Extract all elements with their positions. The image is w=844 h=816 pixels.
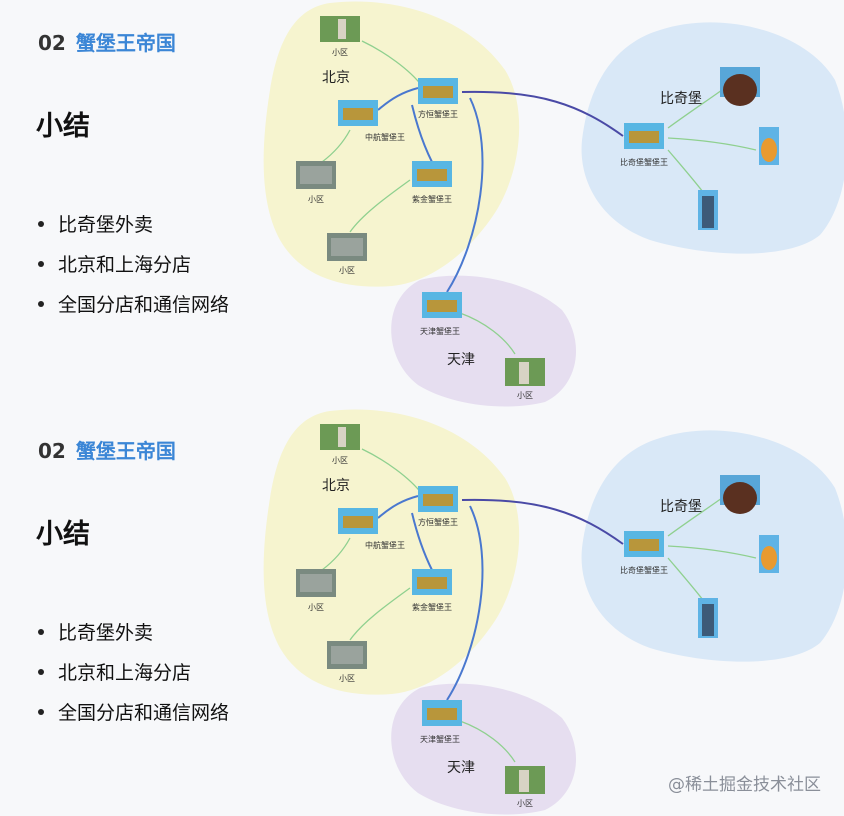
summary-title: 小结 [36,519,90,550]
link-bikini-pineapple [667,545,757,559]
node-zijin: 紫金蟹堡王 [412,569,452,612]
node-tj-xq: 小区 [505,766,545,808]
region-label-beijing: 北京 [322,478,350,494]
link-bikini-pineapple [667,137,757,151]
slide-1: 02 蟹堡王帝国 小结 比奇堡外卖 北京和上海分店 全国分店和通信网络 北京 比奇… [36,1,844,407]
node-bikini-store: 比奇堡蟹堡王 [620,531,668,575]
node-bj-xq1: 小区 [320,424,360,465]
node-moai-house [698,598,718,638]
node-bj-xq2: 小区 [296,161,336,204]
link-zijin-xq3 [349,179,411,233]
node-bikini-store: 比奇堡蟹堡王 [620,123,668,167]
link-zijin-xq3 [349,587,411,641]
node-pineapple-house [759,535,779,573]
slide-2: 02 蟹堡王帝国 小结 比奇堡外卖 北京和上海分店 全国分店和通信网络 北京 比奇… [0,408,844,816]
bullet-item: 比奇堡外卖 [36,620,252,660]
watermark: @稀土掘金技术社区 [668,775,821,795]
link-fangheng-bikini [461,90,624,137]
node-label: 比奇堡蟹堡王 [620,157,668,167]
bikini-region [581,430,844,662]
bullet-item: 全国分店和通信网络 [36,700,252,740]
tianjin-region [391,275,577,407]
section-header: 02 蟹堡王帝国 [38,27,176,56]
region-label-tianjin: 天津 [447,352,475,368]
link-fangheng-zijin [411,104,433,163]
link-zhonghang-fangheng [377,87,419,111]
bikini-region [581,22,844,254]
section-header: 02 蟹堡王帝国 [38,435,176,464]
node-moai-house [698,190,718,230]
store-network-diagram: 北京 比奇堡 天津 小区 方恒蟹堡王 中航蟹堡王 小区 紫金蟹堡王 [263,1,844,407]
link-zhonghang-xq2 [321,537,351,571]
region-label-bikini: 比奇堡 [660,90,702,107]
node-dome-house [720,475,760,514]
link-tianjin-xq [459,312,516,355]
bullet-list: 比奇堡外卖 北京和上海分店 全国分店和通信网络 [36,620,252,740]
node-zhonghang: 中航蟹堡王 [338,100,405,142]
node-label: 方恒蟹堡王 [418,109,458,119]
bullet-item: 全国分店和通信网络 [36,292,252,332]
node-label: 小区 [517,391,533,400]
node-label: 中航蟹堡王 [365,132,405,142]
region-label-beijing: 北京 [322,70,350,86]
node-bj-xq3: 小区 [327,641,367,683]
node-label: 方恒蟹堡王 [418,517,458,527]
store-network-diagram: 北京 比奇堡 天津 小区 方恒蟹堡王 中航蟹堡王 小区 紫金蟹堡王 [263,409,844,815]
link-bikini-dome [667,497,723,537]
region-label-tianjin: 天津 [447,760,475,776]
node-zhonghang: 中航蟹堡王 [338,508,405,550]
link-tianjin-xq [459,720,516,763]
beijing-region [263,409,520,695]
node-bj-xq1: 小区 [320,16,360,57]
node-zijin: 紫金蟹堡王 [412,161,452,204]
node-label: 天津蟹堡王 [420,326,460,336]
node-label: 紫金蟹堡王 [412,194,452,204]
node-bj-xq3: 小区 [327,233,367,275]
link-zhonghang-xq2 [321,129,351,163]
node-dome-house [720,67,760,106]
node-pineapple-house [759,127,779,165]
section-title: 蟹堡王帝国 [75,31,176,55]
beijing-region [263,1,520,287]
link-zhonghang-fangheng [377,495,419,519]
tianjin-region [391,683,577,815]
link-bikini-dome [667,89,723,129]
node-label: 小区 [308,195,324,204]
node-label: 小区 [339,674,355,683]
bullet-item: 北京和上海分店 [36,660,252,700]
link-fangheng-tianjin [446,97,484,293]
node-label: 中航蟹堡王 [365,540,405,550]
node-fangheng: 方恒蟹堡王 [418,486,458,527]
node-label: 小区 [332,456,348,465]
link-fangheng-bikini [461,498,624,545]
section-number: 02 [38,439,66,463]
bullet-list: 比奇堡外卖 北京和上海分店 全国分店和通信网络 [36,212,252,332]
summary-title: 小结 [36,111,90,142]
region-label-bikini: 比奇堡 [660,498,702,515]
section-title: 蟹堡王帝国 [75,439,176,463]
link-fangheng-zijin [411,512,433,571]
node-label: 小区 [517,799,533,808]
node-tj-xq: 小区 [505,358,545,400]
bullet-item: 北京和上海分店 [36,252,252,292]
node-label: 小区 [339,266,355,275]
bullet-item: 比奇堡外卖 [36,212,252,252]
node-label: 小区 [308,603,324,612]
node-bj-xq2: 小区 [296,569,336,612]
section-number: 02 [38,31,66,55]
node-label: 小区 [332,48,348,57]
node-fangheng: 方恒蟹堡王 [418,78,458,119]
node-tianjin-store: 天津蟹堡王 [420,700,462,744]
link-fangheng-tianjin [446,505,484,701]
node-label: 紫金蟹堡王 [412,602,452,612]
node-label: 比奇堡蟹堡王 [620,565,668,575]
node-label: 天津蟹堡王 [420,734,460,744]
node-tianjin-store: 天津蟹堡王 [420,292,462,336]
